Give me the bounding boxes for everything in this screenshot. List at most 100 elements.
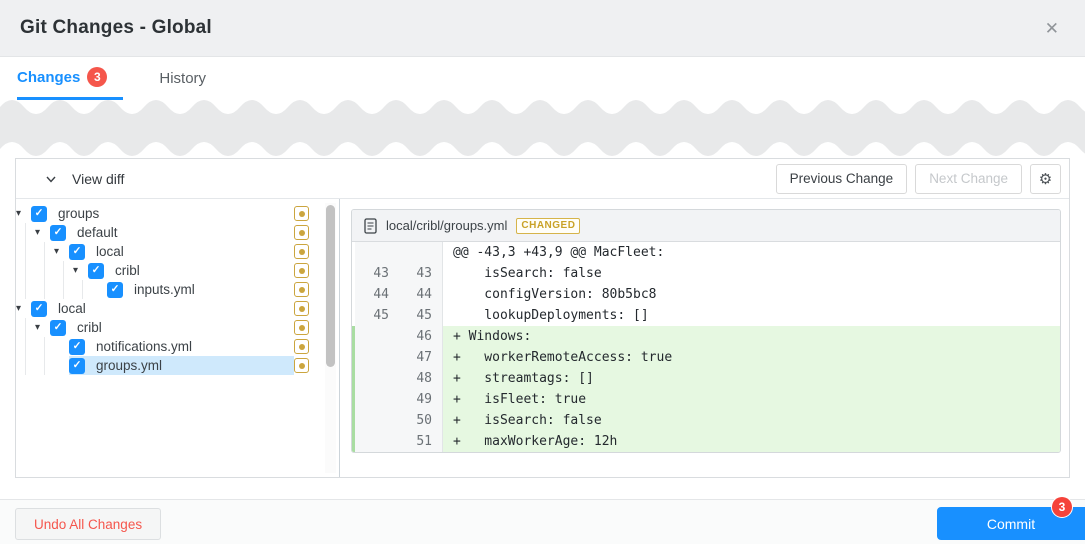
checkbox[interactable]: ✓ xyxy=(50,319,66,336)
indent-guide xyxy=(16,223,35,242)
view-diff-header: View diff Previous Change Next Change ⚙ xyxy=(16,159,1069,199)
checkbox[interactable]: ✓ xyxy=(69,357,85,374)
tree-row[interactable]: ▾ ✓ local xyxy=(16,299,339,318)
tree-item-label: notifications.yml xyxy=(96,339,193,354)
next-change-button[interactable]: Next Change xyxy=(915,163,1022,194)
diff-line-text: isSearch: false xyxy=(443,263,1060,284)
indent-guide xyxy=(16,242,35,261)
close-icon[interactable]: ✕ xyxy=(1044,18,1059,38)
tree-row[interactable]: ✓ groups.yml xyxy=(16,356,339,375)
indent-guide xyxy=(35,242,54,261)
old-line-number xyxy=(355,326,399,347)
diff-nav-actions: Previous Change Next Change ⚙ xyxy=(775,163,1061,194)
tree-row[interactable]: ▾ ✓ local xyxy=(16,242,339,261)
new-line-number: 43 xyxy=(399,263,443,284)
diff-line: 47 + workerRemoteAccess: true xyxy=(352,347,1060,368)
new-line-number: 51 xyxy=(399,431,443,452)
view-diff-title[interactable]: View diff xyxy=(72,170,125,187)
caret-down-icon[interactable]: ▾ xyxy=(16,302,22,314)
diff-line: 48 + streamtags: [] xyxy=(352,368,1060,389)
diff-line: 51 + maxWorkerAge: 12h xyxy=(352,431,1060,452)
tree-row[interactable]: ▾ ✓ default xyxy=(16,223,339,242)
modified-indicator-icon xyxy=(294,358,309,373)
diff-line-text: @@ -43,3 +43,9 @@ MacFleet: xyxy=(443,242,1060,263)
new-line-number: 44 xyxy=(399,284,443,305)
checkbox[interactable]: ✓ xyxy=(31,300,47,317)
caret-down-icon[interactable]: ▾ xyxy=(35,321,41,333)
checkbox[interactable]: ✓ xyxy=(69,338,85,355)
check-icon: ✓ xyxy=(34,207,44,220)
undo-all-changes-button[interactable]: Undo All Changes xyxy=(15,508,162,540)
modified-indicator-icon xyxy=(294,320,309,335)
tab-history-label: History xyxy=(159,70,207,87)
new-line-number xyxy=(399,242,443,263)
check-icon: ✓ xyxy=(34,302,44,315)
indent-guide xyxy=(16,356,35,375)
old-line-number xyxy=(355,368,399,389)
chevron-down-icon[interactable] xyxy=(44,172,58,186)
file-icon xyxy=(364,217,377,234)
new-line-number: 46 xyxy=(399,326,443,347)
indent-guide xyxy=(54,280,73,299)
main-content: View diff Previous Change Next Change ⚙ … xyxy=(0,156,1085,499)
gear-icon: ⚙ xyxy=(1038,170,1053,188)
checkbox[interactable]: ✓ xyxy=(107,281,123,298)
diff-line-text: configVersion: 80b5bc8 xyxy=(443,284,1060,305)
diff-file-path: local/cribl/groups.yml xyxy=(386,218,508,233)
indent-guide xyxy=(16,318,35,337)
tree-row[interactable]: ✓ inputs.yml xyxy=(16,280,339,299)
checkbox[interactable]: ✓ xyxy=(88,262,104,279)
check-icon: ✓ xyxy=(110,283,120,296)
indent-guide xyxy=(16,280,35,299)
modified-indicator-icon xyxy=(294,282,309,297)
tree-item-label: groups xyxy=(58,206,100,221)
tab-history[interactable]: History xyxy=(159,57,222,100)
tree-item-label: inputs.yml xyxy=(134,282,195,297)
tree-item-label: local xyxy=(58,301,86,316)
caret-down-icon[interactable]: ▾ xyxy=(16,207,22,219)
indent-guide xyxy=(35,356,54,375)
diff-line-text: + isFleet: true xyxy=(443,389,1060,410)
previous-change-button[interactable]: Previous Change xyxy=(775,163,908,194)
caret-down-icon[interactable]: ▾ xyxy=(54,245,60,257)
file-tree: ▾ ✓ groups ▾ ✓ default ▾ ✓ local ▾ ✓ cri… xyxy=(16,199,340,477)
diff-line: 43 43 isSearch: false xyxy=(352,263,1060,284)
commit-count-badge: 3 xyxy=(1052,497,1072,517)
checkbox[interactable]: ✓ xyxy=(69,243,85,260)
diff-file-header: local/cribl/groups.yml CHANGED xyxy=(352,210,1060,242)
new-line-number: 45 xyxy=(399,305,443,326)
old-line-number: 45 xyxy=(355,305,399,326)
old-line-number xyxy=(355,431,399,452)
checkbox[interactable]: ✓ xyxy=(50,224,66,241)
tree-scrollbar-thumb[interactable] xyxy=(326,205,335,367)
diff-line: 46 + Windows: xyxy=(352,326,1060,347)
diff-line: 45 45 lookupDeployments: [] xyxy=(352,305,1060,326)
check-icon: ✓ xyxy=(72,245,82,258)
tree-item-label: local xyxy=(96,244,124,259)
tree-row[interactable]: ✓ notifications.yml xyxy=(16,337,339,356)
checkbox[interactable]: ✓ xyxy=(31,205,47,222)
caret-down-icon[interactable]: ▾ xyxy=(35,226,41,238)
tree-item-label: default xyxy=(77,225,118,240)
changed-status-badge: CHANGED xyxy=(516,217,581,234)
modified-indicator-icon xyxy=(294,244,309,259)
tree-row[interactable]: ▾ ✓ cribl xyxy=(16,318,339,337)
tab-changes-label: Changes xyxy=(17,68,81,86)
modal-header: Git Changes - Global ✕ xyxy=(0,0,1085,57)
caret-down-icon[interactable]: ▾ xyxy=(73,264,79,276)
new-line-number: 47 xyxy=(399,347,443,368)
new-line-number: 50 xyxy=(399,410,443,431)
check-icon: ✓ xyxy=(53,321,63,334)
old-line-number xyxy=(355,347,399,368)
tree-row[interactable]: ▾ ✓ cribl xyxy=(16,261,339,280)
tree-row[interactable]: ▾ ✓ groups xyxy=(16,204,339,223)
diff-panel-body: ▾ ✓ groups ▾ ✓ default ▾ ✓ local ▾ ✓ cri… xyxy=(16,199,1069,477)
settings-gear-button[interactable]: ⚙ xyxy=(1030,163,1061,194)
indent-guide xyxy=(16,261,35,280)
old-line-number: 44 xyxy=(355,284,399,305)
tree-rows: ▾ ✓ groups ▾ ✓ default ▾ ✓ local ▾ ✓ cri… xyxy=(16,204,339,375)
diff-line-text: lookupDeployments: [] xyxy=(443,305,1060,326)
diff-box: local/cribl/groups.yml CHANGED @@ -43,3 … xyxy=(351,209,1061,453)
tab-changes[interactable]: Changes 3 xyxy=(17,57,124,100)
